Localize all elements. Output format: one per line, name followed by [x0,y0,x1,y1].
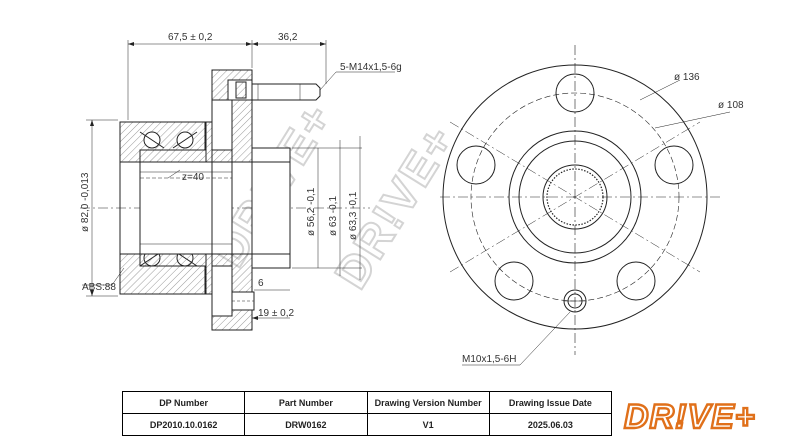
dim-flange-diameter-1: ø 63 -0,1 [328,196,339,236]
dim-abs: ABS:88 [82,282,116,293]
dim-pcd: ø 108 [718,100,744,111]
value-issue-date: 2025.06.03 [488,413,613,436]
value-dp-number: DP2010.10.0162 [121,413,246,436]
title-block-header-row: DP Number Part Number Drawing Version Nu… [121,391,613,414]
front-view [440,45,731,366]
side-section-view [80,40,395,331]
dim-pcd-outer: ø 136 [674,72,700,83]
dim-teeth: z=40 [182,172,204,183]
dim-flange-diameter-2: ø 63,3 -0,1 [348,191,359,240]
title-block: DP Number Part Number Drawing Version Nu… [121,391,613,436]
header-issue-date: Drawing Issue Date [488,391,613,414]
dim-screw: M10x1,5-6H [462,354,516,365]
value-part-number: DRW0162 [244,413,368,436]
value-drawing-version: V1 [366,413,490,436]
dim-pilot-diameter: ø 56,2 -0,1 [306,187,317,236]
dim-flange-width: 19 ± 0,2 [258,308,295,319]
dim-bore-diameter: ø 82,0 -0,013 [80,172,91,232]
dim-width-total: 67,5 ± 0,2 [168,32,213,43]
header-dp-number: DP Number [121,391,246,414]
header-part-number: Part Number [244,391,368,414]
dim-stud-length: 36,2 [278,32,298,43]
watermark-text-right: DR!VE+ [324,115,465,297]
brand-logo: DR!VE+ [623,397,756,436]
brand-logo-text: DR!VE+ [624,398,756,436]
header-drawing-version: Drawing Version Number [366,391,490,414]
dim-small: 6 [258,278,264,289]
dim-thread: 5-M14x1,5-6g [340,62,402,73]
title-block-value-row: DP2010.10.0162 DRW0162 V1 2025.06.03 [121,413,613,436]
